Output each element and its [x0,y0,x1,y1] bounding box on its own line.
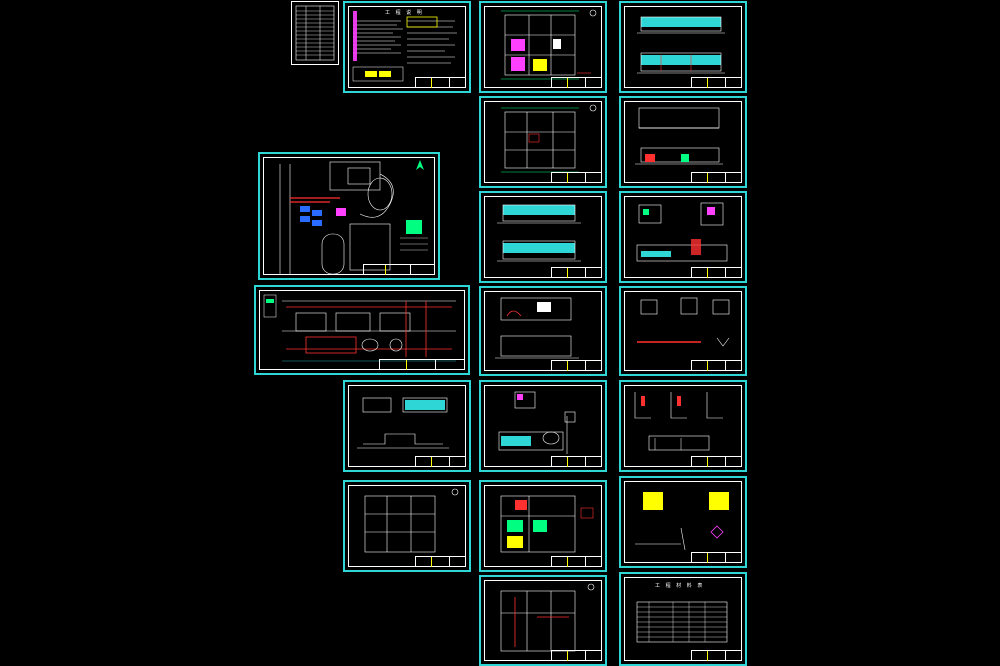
sheet-detail-4[interactable] [619,380,747,472]
index-table-graphic [295,5,335,61]
floor-plan-5-graphic [500,583,595,652]
sheet-detail-5[interactable] [619,476,747,568]
section-3-graphic [357,397,449,449]
pipeline-system-graphic [263,294,456,362]
detail-2-graphic [637,297,730,347]
notes-text-graphic [352,11,457,82]
detail-5-graphic [635,492,729,551]
floor-plan-4-graphic [500,495,594,553]
sheet-detail-1[interactable] [619,191,747,283]
detail-1-graphic [636,202,728,262]
sheet-floor-plan-5[interactable] [479,575,607,666]
site-plan-graphic [279,160,428,275]
sheet-floor-plan-1[interactable] [479,1,607,93]
sheet-site-plan[interactable] [258,152,440,280]
material-table-graphic [636,601,728,643]
sheet-elevation-2[interactable] [479,191,607,283]
sheet-floor-plan-2[interactable] [479,96,607,188]
section-2-graphic [495,297,579,359]
sheet-drawing-index[interactable] [291,1,339,65]
sheet-section-2[interactable] [479,286,607,376]
sheet-section-3[interactable] [343,380,471,472]
sheet-detail-3[interactable] [479,380,607,472]
floor-plan-2-graphic [501,104,597,173]
elevation-1-graphic [637,16,725,74]
sheet-elevation-1[interactable] [619,1,747,93]
sheet-detail-2[interactable] [619,286,747,376]
floor-plan-3-graphic [364,488,459,553]
sheet-project-notes[interactable]: 工 程 说 明 [343,1,471,93]
detail-4-graphic [634,392,723,451]
sheet-floor-plan-4[interactable] [479,480,607,572]
sheet-pipeline-system[interactable] [254,285,470,375]
sheet-material-list[interactable]: 工 程 材 料 表 [619,572,747,666]
material-title: 工 程 材 料 表 [655,583,705,589]
sheet-section-1[interactable] [619,96,747,188]
elevation-2-graphic [497,204,581,262]
sheet-floor-plan-3[interactable] [343,480,471,572]
floor-plan-1-graphic [501,9,597,80]
detail-3-graphic [498,391,576,454]
section-1-graphic [635,107,723,165]
notes-title: 工 程 说 明 [385,10,424,16]
